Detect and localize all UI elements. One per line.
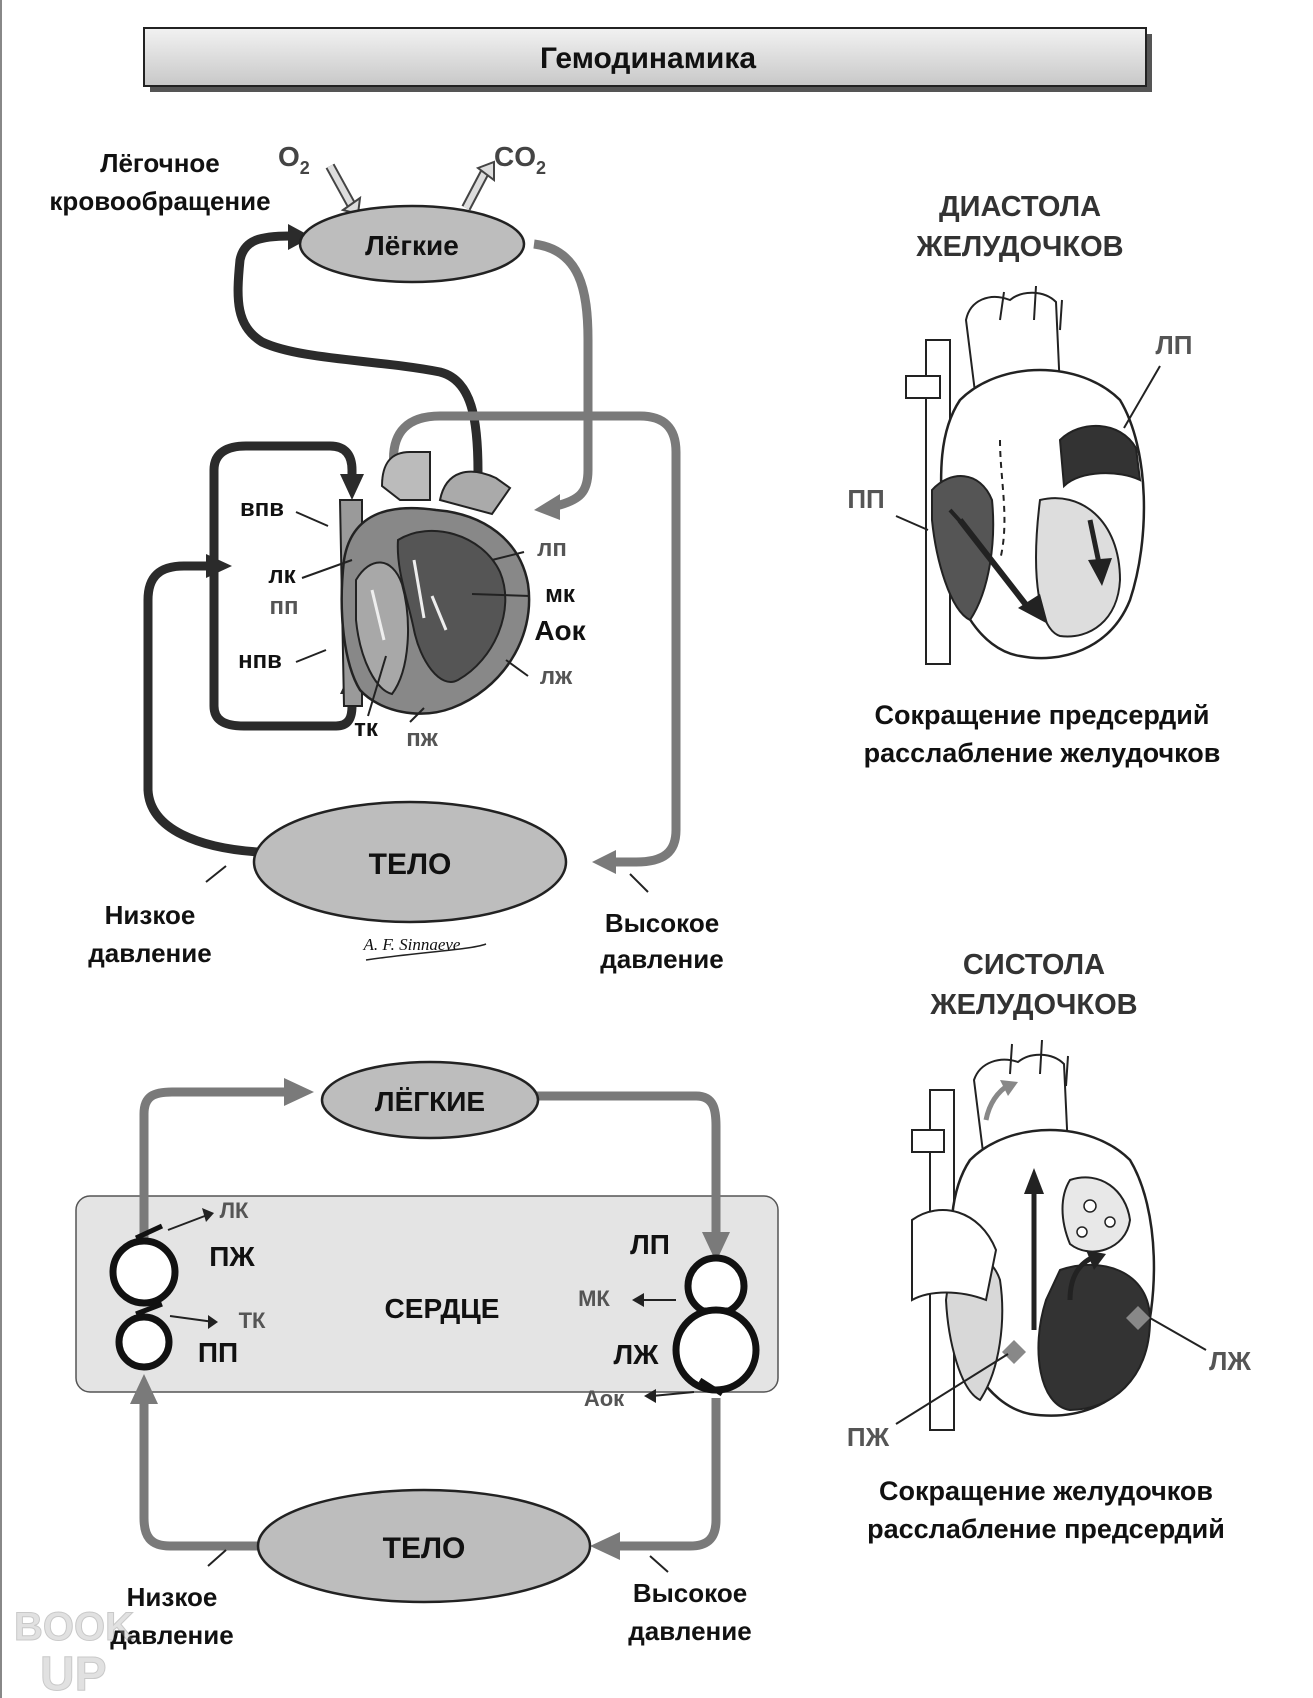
- bottom-pulmonary-vein-path: [534, 1091, 721, 1234]
- bottom-body-label: ТЕЛО: [383, 1532, 466, 1565]
- heart-box: [75, 1195, 779, 1393]
- bottom-label-pp: ПП: [198, 1337, 238, 1368]
- pulmonary-label-line2: кровообращение: [49, 186, 270, 216]
- bottom-label-aok: Аок: [584, 1386, 625, 1411]
- low-pressure-line2: давление: [88, 938, 211, 968]
- o2-label: O2: [278, 141, 310, 178]
- lungs-oval: [298, 204, 526, 284]
- bottom-lungs-label: ЛЁГКИЕ: [375, 1086, 485, 1117]
- label-tk: тк: [354, 715, 379, 742]
- label-lzh: лж: [540, 663, 573, 690]
- heart-box-label: СЕРДЦЕ: [385, 1293, 500, 1324]
- bottom-circulation-scheme: ЛЁГКИЕ ЛК ПЖ ТК ПП СЕРДЦЕ ЛП МК ЛЖ Аок Т…: [75, 1060, 779, 1650]
- diastole-heart-drawing: [905, 285, 1146, 665]
- label-aok: Аок: [534, 615, 586, 646]
- label-lp: лп: [537, 535, 567, 562]
- pulmonary-artery-path: [233, 231, 483, 473]
- high-pressure-line1: Высокое: [605, 908, 719, 938]
- diastole-label-lp: ЛП: [1156, 330, 1193, 360]
- watermark-line1: BOOK: [14, 1605, 134, 1649]
- systole-title-line1: СИСТОЛА: [963, 949, 1105, 981]
- aorta-path: [389, 411, 681, 867]
- diastole-title-line2: ЖЕЛУДОЧКОВ: [915, 231, 1123, 263]
- heart-illustration: [338, 451, 531, 715]
- high-pressure-line2: давление: [600, 944, 723, 974]
- label-mk: мк: [545, 581, 576, 608]
- systole-label-lzh: ЛЖ: [1209, 1346, 1251, 1376]
- diastole-panel: ДИАСТОЛА ЖЕЛУДОЧКОВ ЛП ПП Сокращение пре…: [847, 191, 1220, 768]
- diastole-caption-line2: расслабление желудочков: [864, 738, 1221, 768]
- left-ventricle-circle: [672, 1306, 760, 1394]
- bottom-high-pressure-line2: давление: [628, 1616, 751, 1646]
- bottom-label-mk: МК: [578, 1286, 610, 1311]
- lungs-label: Лёгкие: [365, 230, 459, 261]
- label-pzh: пж: [406, 725, 438, 752]
- bottom-low-pressure-line1: Низкое: [127, 1582, 218, 1612]
- low-pressure-line1: Низкое: [105, 900, 196, 930]
- bottom-label-lp: ЛП: [630, 1229, 670, 1260]
- bottom-lungs-oval: [320, 1060, 540, 1140]
- systole-panel: СИСТОЛА ЖЕЛУДОЧКОВ ЛЖ ПЖ: [847, 949, 1251, 1544]
- right-atrium-circle: [115, 1313, 173, 1371]
- co2-label: CO2: [494, 141, 546, 178]
- label-vpv: впв: [240, 495, 284, 522]
- diastole-label-pp: ПП: [847, 484, 884, 514]
- pulmonary-vein-path: [533, 239, 593, 511]
- bottom-label-lk: ЛК: [220, 1198, 249, 1223]
- author-signature: A. F. Sinnaeve: [363, 935, 461, 954]
- bottom-aorta-path: [618, 1398, 721, 1551]
- bottom-pulmonary-artery-path: [139, 1087, 290, 1240]
- superior-vena-cava-path: [209, 441, 357, 566]
- label-pp: пп: [270, 593, 299, 620]
- bottom-label-lzh: ЛЖ: [614, 1339, 660, 1370]
- label-lk: лк: [268, 562, 296, 589]
- bottom-low-pressure-line2: давление: [110, 1620, 233, 1650]
- watermark-line2: UP: [40, 1648, 107, 1698]
- page-title: Гемодинамика: [540, 42, 756, 75]
- bottom-high-pressure-line1: Высокое: [633, 1578, 747, 1608]
- title-banner: Гемодинамика: [143, 27, 1152, 92]
- diastole-title-line1: ДИАСТОЛА: [939, 191, 1101, 223]
- left-atrium-circle: [684, 1254, 748, 1318]
- inferior-vena-cava-path: [209, 566, 357, 731]
- pulmonary-label-line1: Лёгочное: [100, 148, 220, 178]
- body-oval: [252, 800, 568, 924]
- top-circulation-scheme: Лёгочное кровообращение O2 CO2 Лёгкие: [49, 141, 723, 974]
- systole-title-line2: ЖЕЛУДОЧКОВ: [929, 989, 1137, 1021]
- bottom-label-tk: ТК: [239, 1308, 266, 1333]
- bottom-vena-cava-path: [139, 1402, 262, 1551]
- label-npv: нпв: [238, 647, 282, 674]
- watermark-logo: BOOK UP: [14, 1605, 135, 1698]
- systole-heart-drawing: [911, 1039, 1156, 1431]
- bottom-label-pzh: ПЖ: [209, 1241, 255, 1272]
- bottom-body-oval: [256, 1488, 592, 1604]
- systole-caption-line2: расслабление предсердий: [867, 1514, 1225, 1544]
- diastole-caption-line1: Сокращение предсердий: [874, 700, 1209, 730]
- systole-caption-line1: Сокращение желудочков: [879, 1476, 1213, 1506]
- vena-cava-inferior-return-path: [143, 561, 259, 857]
- systole-label-pzh: ПЖ: [847, 1422, 890, 1452]
- body-label: ТЕЛО: [369, 848, 452, 881]
- right-ventricle-circle: [109, 1237, 179, 1307]
